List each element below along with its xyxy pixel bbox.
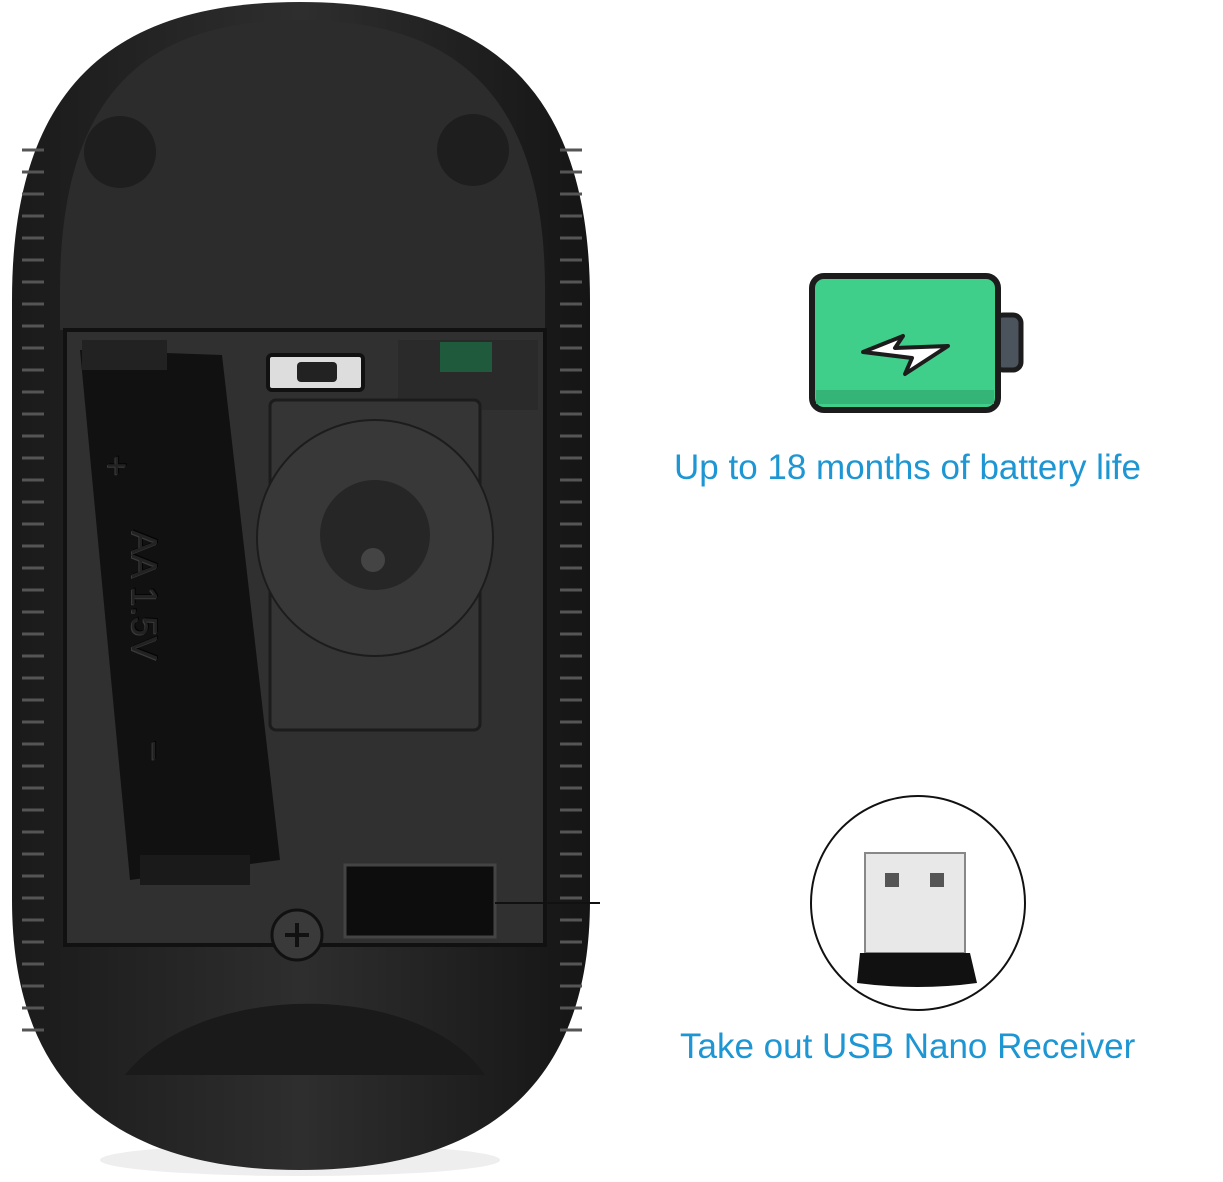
battery-minus-mark: − bbox=[134, 740, 175, 762]
aa-battery-slot bbox=[80, 350, 280, 880]
optical-sensor bbox=[320, 480, 430, 590]
mouse-foot-left bbox=[84, 116, 156, 188]
battery-charging-icon bbox=[809, 273, 1024, 413]
mouse-underside-illustration bbox=[12, 2, 600, 1176]
usb-receiver-slot bbox=[343, 863, 497, 939]
pcb-marker bbox=[440, 342, 492, 372]
usb-receiver-caption: Take out USB Nano Receiver bbox=[680, 1027, 1136, 1066]
mouse-foot-right bbox=[437, 114, 509, 186]
battery-voltage-label: AA 1.5V bbox=[124, 530, 165, 661]
usb-nano-receiver-icon bbox=[810, 795, 1026, 1011]
battery-plus-mark: + bbox=[97, 455, 138, 477]
lightning-icon bbox=[861, 334, 950, 376]
battery-life-caption: Up to 18 months of battery life bbox=[674, 448, 1141, 487]
